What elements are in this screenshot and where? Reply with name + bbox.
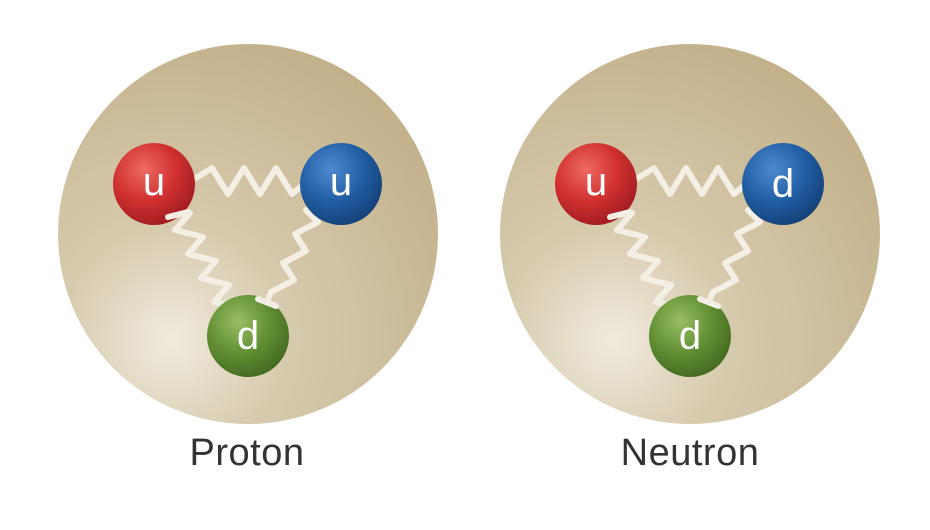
gluon-line <box>635 165 749 197</box>
neutron-sphere <box>500 44 880 424</box>
gluon-tail <box>607 209 633 220</box>
proton-group: u u d <box>58 44 438 424</box>
quark-u-red: u <box>555 143 637 225</box>
proton-sphere <box>58 44 438 424</box>
quark-ball <box>113 143 195 225</box>
quark-letter: d <box>237 314 259 358</box>
neutron-gluon-tails <box>607 209 721 309</box>
quark-letter: d <box>679 314 701 358</box>
quark-letter: u <box>143 160 165 204</box>
quark-d-blue: d <box>742 143 824 225</box>
gluon-line <box>705 207 763 307</box>
proton-label: Proton <box>189 432 305 474</box>
quark-ball <box>555 143 637 225</box>
quark-u-red: u <box>113 143 195 225</box>
quark-d-green: d <box>649 295 731 377</box>
neutron-group: u d d <box>500 44 880 424</box>
quark-u-blue: u <box>300 143 382 225</box>
quark-d-green: d <box>207 295 289 377</box>
quark-letter: u <box>585 160 607 204</box>
quark-ball <box>207 295 289 377</box>
quark-ball <box>742 143 824 225</box>
quark-ball <box>649 295 731 377</box>
gluon-tail <box>255 296 279 309</box>
gluon-line <box>193 165 307 197</box>
gluon-tail <box>165 209 191 220</box>
quark-letter: u <box>330 160 352 204</box>
gluon-tail <box>697 296 721 309</box>
quark-ball <box>300 143 382 225</box>
neutron-label: Neutron <box>620 432 760 474</box>
gluon-line <box>263 207 321 307</box>
quark-letter: d <box>772 162 794 206</box>
proton-gluon-tails <box>165 209 279 309</box>
